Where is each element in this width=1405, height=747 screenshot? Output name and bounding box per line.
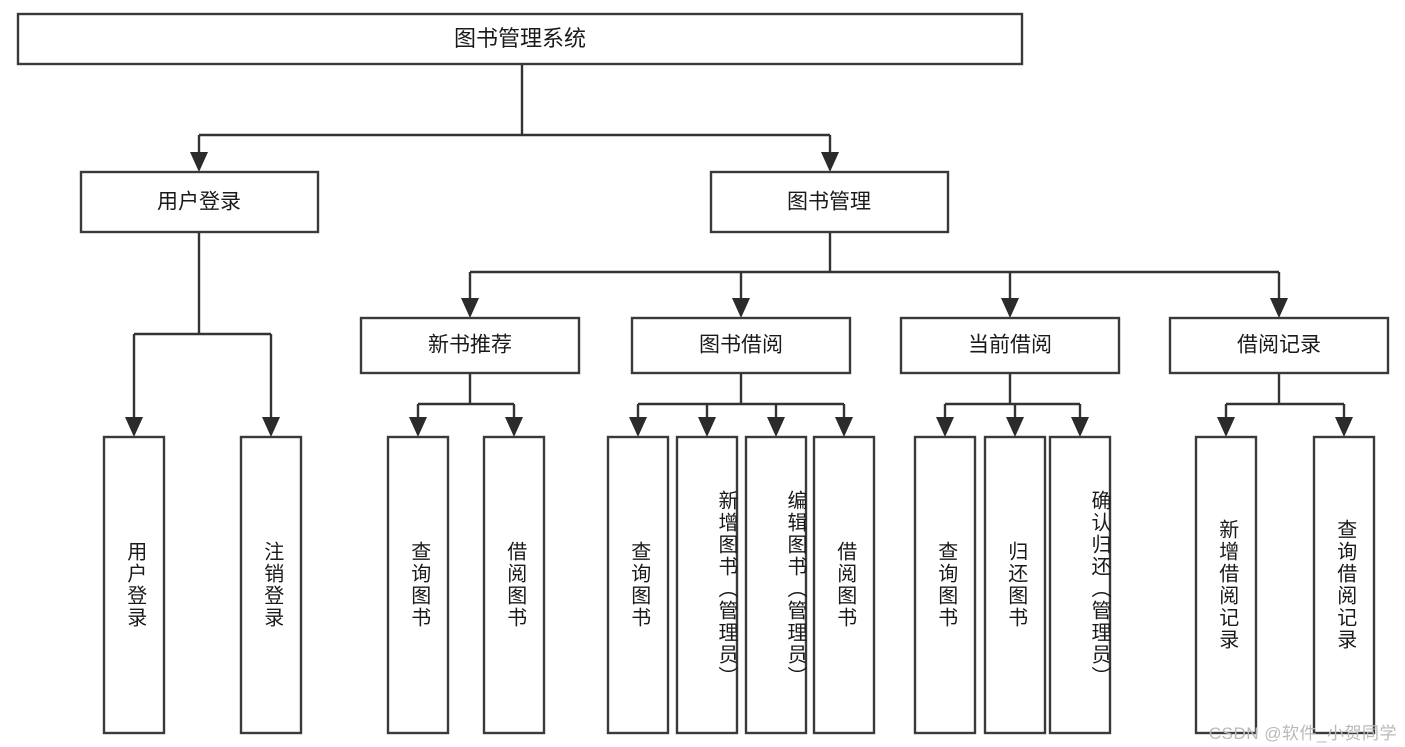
arrow-head-newbook-leaf1 <box>409 417 427 437</box>
connector-group-bookmgmt <box>461 232 1288 318</box>
arrow-head-records-leaf2 <box>1335 417 1353 437</box>
leaf-box-group <box>102 435 1376 735</box>
connector-group-newbook <box>409 373 523 437</box>
node-user-login[interactable]: 用户登录 <box>79 170 320 234</box>
node-borrow-records[interactable]: 借阅记录 <box>1168 316 1390 375</box>
arrow-head-login <box>190 152 208 172</box>
node-root[interactable]: 图书管理系统 <box>16 12 1024 66</box>
leaf-box-borrow-book-new[interactable] <box>482 435 546 735</box>
leaf-box-borrow-book[interactable] <box>812 435 876 735</box>
arrow-head-current-leaf2 <box>1006 417 1024 437</box>
node-book-management-label: 图书管理 <box>787 191 871 214</box>
node-new-book-recommend-box[interactable] <box>359 316 581 375</box>
leaf-box-query-book-borrow[interactable] <box>606 435 670 735</box>
leaf-box-query-book-new[interactable] <box>386 435 450 735</box>
node-book-borrow[interactable]: 图书借阅 <box>630 316 852 375</box>
leaf-box-query-borrow-record[interactable] <box>1312 435 1376 735</box>
node-user-login-box[interactable] <box>79 170 320 234</box>
leaf-box-edit-book-admin[interactable] <box>744 435 808 735</box>
node-borrow-records-label: 借阅记录 <box>1237 334 1321 357</box>
connector-group-root <box>190 64 839 172</box>
arrow-head-records-leaf1 <box>1217 417 1235 437</box>
leaf-box-return-book[interactable] <box>983 435 1047 735</box>
node-user-login-label: 用户登录 <box>157 191 241 214</box>
node-current-borrow-box[interactable] <box>899 316 1121 375</box>
arrow-head-login-leaf2 <box>262 417 280 437</box>
arrow-head-borrow-leaf4 <box>835 417 853 437</box>
arrow-head-borrow-leaf2 <box>698 417 716 437</box>
leaf-box-query-book-current[interactable] <box>913 435 977 735</box>
arrow-head-current <box>1001 298 1019 318</box>
node-borrow-records-box[interactable] <box>1168 316 1390 375</box>
node-book-management-box[interactable] <box>709 170 950 234</box>
arrow-head-borrow <box>732 298 750 318</box>
node-new-book-recommend[interactable]: 新书推荐 <box>359 316 581 375</box>
arrow-head-newbook-leaf2 <box>505 417 523 437</box>
connector-group-login <box>125 232 280 437</box>
connector-group-borrow <box>629 373 853 437</box>
node-root-box[interactable] <box>16 12 1024 66</box>
node-new-book-recommend-label: 新书推荐 <box>428 334 512 357</box>
node-current-borrow-label: 当前借阅 <box>968 334 1052 357</box>
leaf-box-logout[interactable] <box>239 435 303 735</box>
node-root-label: 图书管理系统 <box>454 26 586 51</box>
arrow-head-current-leaf3 <box>1071 417 1089 437</box>
connector-group-current <box>936 373 1089 437</box>
arrow-head-records <box>1270 298 1288 318</box>
leaf-box-add-book-admin[interactable] <box>675 435 739 735</box>
arrow-head-borrow-leaf3 <box>767 417 785 437</box>
arrow-head-borrow-leaf1 <box>629 417 647 437</box>
leaf-box-user-login[interactable] <box>102 435 166 735</box>
arrow-head-bookmgmt <box>821 152 839 172</box>
arrow-head-current-leaf1 <box>936 417 954 437</box>
node-current-borrow[interactable]: 当前借阅 <box>899 316 1121 375</box>
node-book-borrow-label: 图书借阅 <box>699 334 783 357</box>
watermark: CSDN @软件_小贺同学 <box>1208 724 1397 743</box>
leaf-box-confirm-return-admin[interactable] <box>1048 435 1112 735</box>
connector-group-records <box>1217 373 1353 437</box>
node-book-borrow-box[interactable] <box>630 316 852 375</box>
node-book-management[interactable]: 图书管理 <box>709 170 950 234</box>
arrow-head-newbook <box>461 298 479 318</box>
leaf-box-add-borrow-record[interactable] <box>1194 435 1258 735</box>
arrow-head-login-leaf1 <box>125 417 143 437</box>
